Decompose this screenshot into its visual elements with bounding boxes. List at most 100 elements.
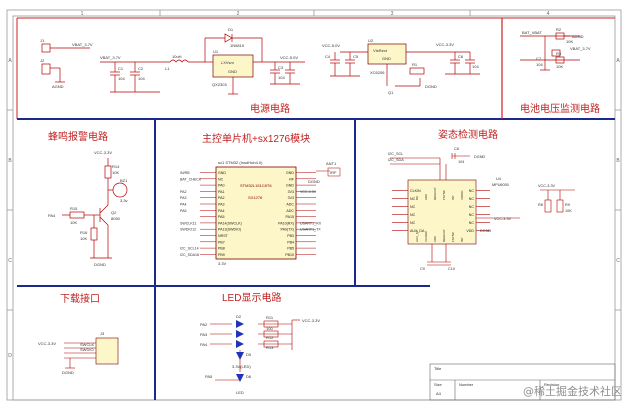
- section-title-mcu: 主控单片机+sx1276模块: [202, 132, 310, 145]
- attitude-circuit: [390, 153, 575, 266]
- att-r9-label: R9: [565, 203, 570, 207]
- sheet-frame: [6, 9, 622, 401]
- row-letter-b: B: [8, 158, 12, 164]
- led-circuit: [210, 319, 300, 381]
- att-bot-pin-5: INT: [460, 237, 464, 242]
- mcu-left-pin-4: PA2: [218, 196, 225, 200]
- power-u2-part: VIsRect: [373, 48, 388, 53]
- mcu-right-net-3: VCC-3.3V: [300, 190, 317, 194]
- att-right-pin-3: NC: [469, 213, 475, 217]
- battery-r2-value: 10K: [566, 39, 573, 44]
- att-top-pin-2: REGOUT: [433, 187, 437, 200]
- power-agnd-label: AGND: [52, 84, 64, 89]
- led-net-pa3: PA3: [200, 332, 208, 337]
- att-bot-pin-4: FSYNC: [451, 231, 455, 242]
- col-number-2: 2: [237, 11, 240, 17]
- mcu-right-pin-3: 3V3: [288, 190, 294, 194]
- power-c1-label: C1: [118, 66, 124, 71]
- battery-r2-label: R2: [556, 27, 562, 32]
- att-dgnd-label: DGND: [474, 155, 485, 159]
- att-vcc-label: VCC-3.3V: [494, 217, 512, 221]
- mcu-dgnd-label: DGND: [308, 179, 320, 184]
- battery-c7-value: 104: [536, 62, 543, 67]
- power-ldo-cap-value: 104: [472, 64, 479, 69]
- title-block: [429, 363, 616, 401]
- power-u1-footnote: QX2303: [212, 82, 227, 87]
- battery-r3-value: 10K: [556, 64, 563, 69]
- power-r1-label: R1: [412, 62, 418, 67]
- led-net-pa2: PA2: [200, 322, 208, 327]
- mcu-left-pin-7: PA5: [218, 215, 225, 219]
- led-res-value: 100: [266, 326, 273, 331]
- led-r13-label: R13: [266, 345, 274, 350]
- buzzer-vcc-label: VCC-3.3V: [94, 150, 112, 155]
- mcu-right-pin-2: GND: [286, 184, 294, 188]
- mcu-left-pin-6: PA4: [218, 209, 225, 213]
- att-c8-value: 104: [458, 160, 464, 164]
- row-letter-a: A: [8, 58, 12, 64]
- buzzer-r14-value: 10K: [112, 170, 119, 175]
- power-c1-value: 104: [118, 76, 125, 81]
- mcu-right-pin-1: RF: [289, 177, 295, 181]
- led-vcc-label: VCC-3.3V: [302, 318, 320, 323]
- att-right-pin-4: NC: [469, 221, 475, 225]
- led-pwr-label: D5: [246, 352, 252, 357]
- mcu-right-pin-0: GND: [286, 171, 294, 175]
- att-c8-label: C8: [454, 147, 459, 151]
- mcu-left-net-6: PA5: [180, 209, 187, 213]
- watermark: @稀土掘金技术社区: [523, 385, 622, 398]
- battery-vbat-label: VBAT_3.7V: [570, 46, 591, 51]
- mcu-left-net-9: SWDIO12: [180, 228, 196, 232]
- mcu-chip-name: STM32L151C8T6: [240, 183, 272, 188]
- att-c9-label: C9: [420, 267, 425, 271]
- att-sda-label: I2C_SDA: [388, 158, 404, 162]
- col-number-1: 1: [81, 11, 84, 17]
- section-dividers: [16, 17, 615, 400]
- led-diodes: [236, 320, 244, 382]
- battery-c7-label: C7: [536, 56, 542, 61]
- power-d1-label: D1: [228, 27, 234, 32]
- power-j1-label: J1: [40, 38, 45, 43]
- mcu-left-pin-5: PA3: [218, 203, 225, 207]
- mcu-right-pin-13: PB10: [285, 253, 294, 257]
- att-bot-pin-1: VLOGIC: [424, 230, 428, 242]
- led-d6-label: D6: [246, 374, 252, 379]
- mcu-left-net-1: BAT_CHECK: [180, 177, 202, 181]
- mcu-left-pin-3: PA1: [218, 190, 225, 194]
- title-block-size: Size: [434, 382, 443, 387]
- power-vbat-top: VBAT_3.7V: [72, 42, 93, 47]
- title-block-title: Title: [434, 366, 442, 371]
- att-top-pin-4: INT: [451, 195, 455, 200]
- att-left-pin-2: NC: [410, 205, 416, 209]
- mcu-left-net-12: I2C_SCL14: [180, 247, 199, 251]
- mcu-right-net-8: USART1_RX: [300, 221, 322, 225]
- att-right-vcc: VCC-3.3V: [538, 184, 556, 188]
- title-block-revision: Revision: [544, 382, 559, 387]
- buzzer-q2-label: Q2: [111, 210, 117, 215]
- power-q1-label: Q1: [388, 90, 394, 95]
- mcu-left-net-8: SWCLK11: [180, 221, 197, 225]
- mcu-right-pin-6: ADC: [286, 209, 294, 213]
- att-gnd-label: DGND: [480, 229, 491, 233]
- power-ldo-note: XC6206: [370, 70, 385, 75]
- buzzer-circuit: [62, 158, 128, 259]
- att-right-pin-5: VDD: [466, 229, 474, 233]
- led-r11-label: R11: [266, 315, 274, 320]
- mcu-right-pin-10: PB3: [287, 234, 294, 238]
- mcu-chip-sub: SX1276: [248, 195, 263, 200]
- power-c2-value: 104: [138, 76, 145, 81]
- mcu-left-pin-12: PB8: [218, 247, 225, 251]
- power-c3-label: C3: [278, 65, 284, 70]
- download-gnd-label: DGND: [62, 370, 74, 375]
- att-chip-label: U4: [496, 177, 501, 181]
- att-bot-pin-0: AUX_CL: [415, 230, 419, 242]
- title-block-size-value: A4: [436, 391, 442, 396]
- led-pa5-label: PA5: [205, 374, 213, 379]
- row-letter-b-right: B: [616, 158, 620, 164]
- col-number-3: 3: [391, 11, 394, 17]
- buzzer-r15-value: 10K: [70, 220, 77, 225]
- mcu-left-net-5: PA4: [180, 203, 187, 207]
- mcu-ant-label: ANT1: [326, 161, 337, 166]
- power-ldo-in: VCC-5.0V: [322, 43, 340, 48]
- mcu-part-label: sx1 STM32 (InsdHub4.0): [218, 160, 263, 165]
